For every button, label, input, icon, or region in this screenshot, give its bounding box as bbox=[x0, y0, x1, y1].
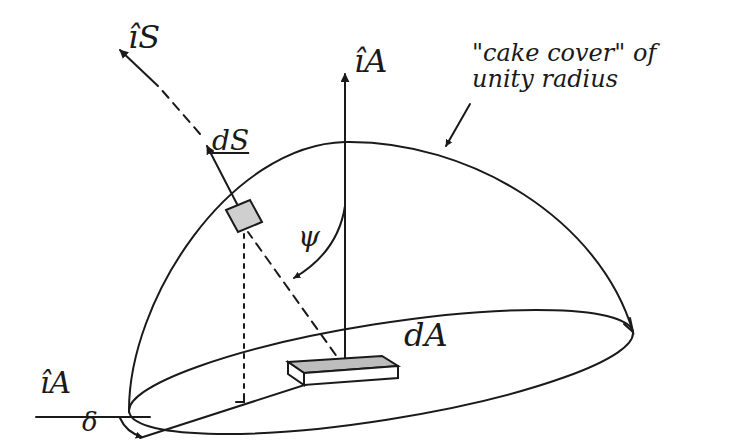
unit-vector-label: îA bbox=[40, 366, 71, 399]
angle-label: δ bbox=[82, 408, 98, 437]
unit-vector-label: îA bbox=[354, 44, 387, 79]
area-label: dA bbox=[404, 318, 448, 353]
leader-arrow bbox=[446, 104, 470, 146]
dome-tick bbox=[624, 318, 633, 332]
dome-outline bbox=[129, 142, 633, 412]
vector-label: dS bbox=[212, 126, 249, 157]
callout-note: "cake cover" of unity radius bbox=[472, 40, 682, 93]
base-ellipse bbox=[122, 285, 641, 441]
delta-arc bbox=[120, 418, 142, 437]
is-arrow bbox=[120, 50, 158, 86]
direction-dashed-line bbox=[160, 88, 200, 134]
area-element-front bbox=[304, 366, 398, 385]
projection-drop-line bbox=[243, 234, 245, 402]
right-angle-mark bbox=[236, 396, 244, 402]
angle-label: ψ bbox=[298, 222, 320, 253]
unit-vector-label: îS bbox=[128, 20, 160, 55]
area-element-side bbox=[288, 362, 304, 385]
psi-arc bbox=[294, 206, 345, 278]
surface-patch bbox=[226, 200, 262, 232]
radial-dashed-line bbox=[248, 232, 345, 368]
normal-arrow bbox=[344, 74, 346, 372]
